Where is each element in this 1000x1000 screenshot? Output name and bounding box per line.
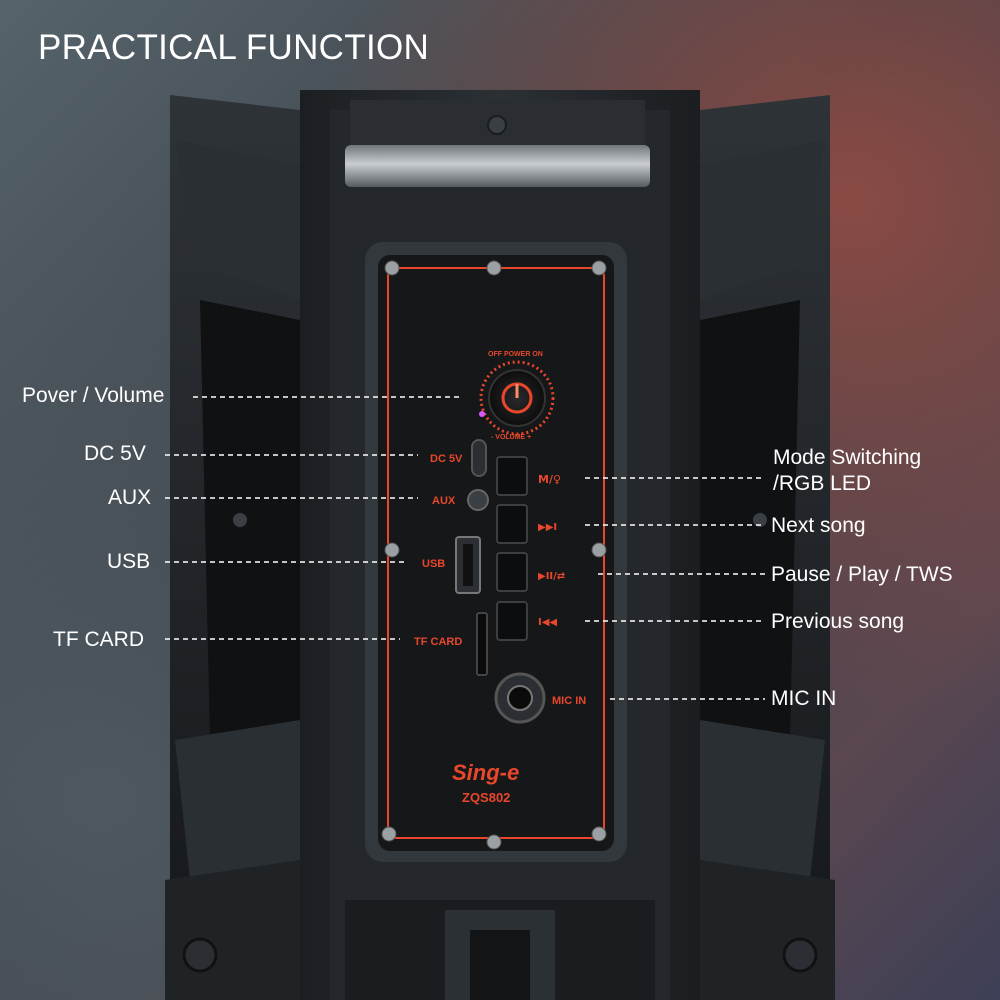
callout-dc5v: DC 5V: [84, 442, 146, 465]
control-panel: OFF POWER ON - VOLUME + DC 5V AUX USB TF…: [365, 242, 627, 862]
callout-usb: USB: [107, 550, 151, 573]
panel-prev-btn-label: I◀◀: [538, 617, 557, 628]
callout-leader-lines: [165, 396, 765, 700]
aux-port: [467, 489, 489, 511]
panel-mic-in-label: MIC IN: [552, 695, 586, 707]
panel-usb-label: USB: [422, 558, 445, 570]
callout-mic-in: MIC IN: [771, 687, 837, 710]
power-volume-knob: [479, 360, 555, 436]
mic-in-jack: [494, 672, 546, 724]
callout-tf-card: TF CARD: [53, 628, 144, 651]
panel-buttons: [496, 456, 528, 641]
panel-brand-logo: Sing-e: [452, 760, 519, 785]
panel-tf-card-label: TF CARD: [414, 636, 462, 648]
panel-model-label: ZQS802: [462, 790, 510, 805]
dc5v-port: [471, 439, 487, 477]
panel-next-btn-label: ▶▶I: [538, 522, 557, 533]
page-title: PRACTICAL FUNCTION: [38, 28, 430, 67]
callout-power-volume: Pover / Volume: [22, 384, 165, 407]
panel-dc5v-label: DC 5V: [430, 453, 463, 465]
callout-pause-play: Pause / Play / TWS: [771, 563, 953, 586]
callout-previous-song: Previous song: [771, 610, 905, 633]
panel-screws: [381, 260, 607, 850]
callout-mode-line2: /RGB LED: [773, 472, 872, 495]
callout-aux: AUX: [108, 486, 152, 509]
tf-card-slot: [476, 612, 488, 676]
callout-mode-line1: Mode Switching: [773, 446, 922, 469]
panel-power-label: OFF POWER ON: [488, 351, 543, 358]
panel-volume-label: - VOLUME +: [491, 434, 531, 441]
panel-play-btn-label: ▶II/⇄: [538, 571, 565, 582]
panel-aux-label: AUX: [432, 495, 456, 507]
callout-next-song: Next song: [771, 514, 866, 537]
panel-mode-btn-label: M/♀: [538, 473, 561, 486]
